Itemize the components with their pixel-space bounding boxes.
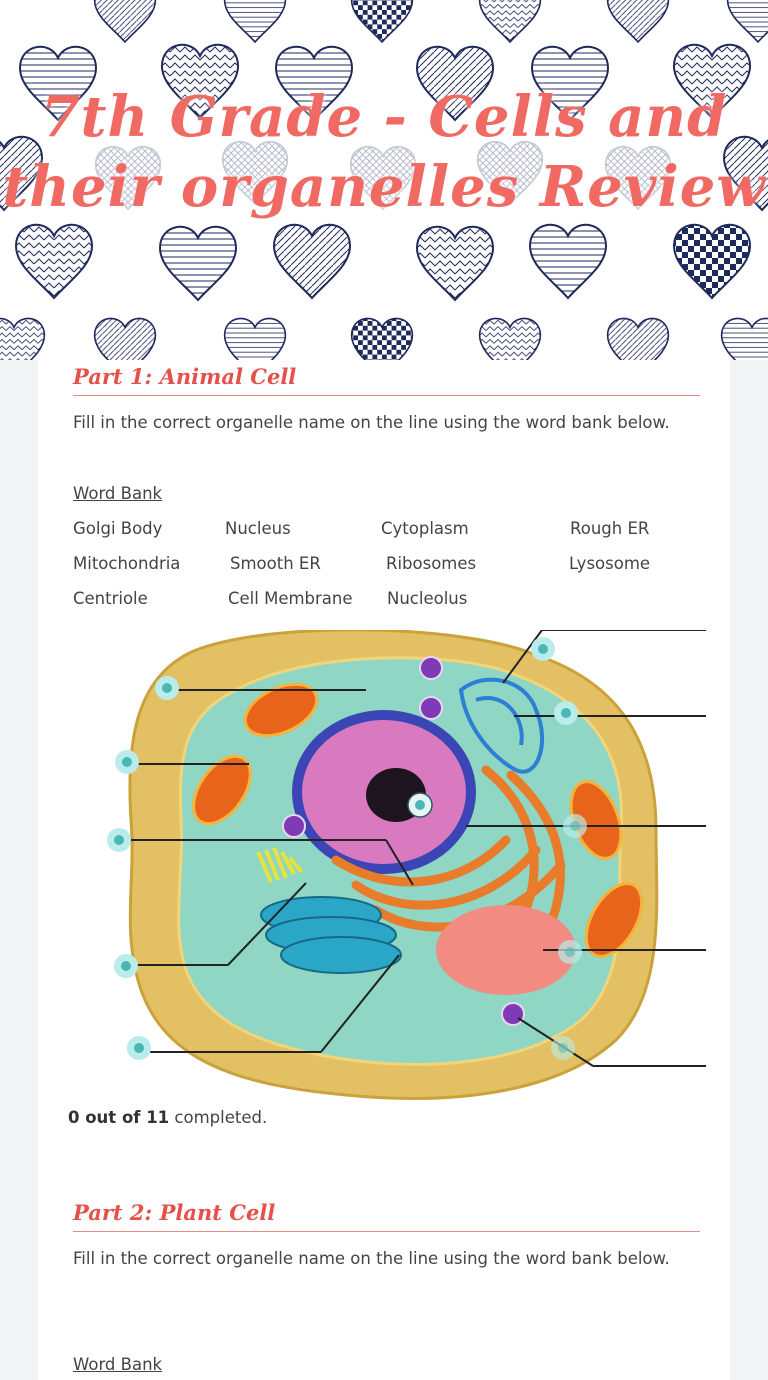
smooth-er-shape (436, 905, 576, 995)
cytoskeleton-shape (458, 677, 545, 774)
centriole-shape (256, 847, 304, 883)
word-bank-item: Lysosome (569, 554, 651, 573)
label-hotspot[interactable] (155, 676, 179, 700)
word-bank-item: Cytoplasm (381, 519, 469, 538)
nucleus-shape (292, 710, 476, 874)
page-title: 7th Grade - Cells and their organelles R… (2, 84, 766, 220)
part1-instructions: Fill in the correct organelle name on th… (73, 413, 670, 432)
progress-suffix: completed. (169, 1108, 268, 1127)
label-hotspot[interactable] (115, 750, 139, 774)
part1-heading: Part 1: Animal Cell (73, 364, 700, 396)
label-hotspot[interactable] (551, 1036, 575, 1060)
word-bank-row: Centriole Cell Membrane Nucleolus (73, 589, 713, 611)
word-bank-item: Mitochondria (73, 554, 181, 573)
part1-word-bank-title: Word Bank (73, 484, 163, 503)
word-bank-item: Smooth ER (230, 554, 321, 573)
word-bank-item: Nucleus (225, 519, 291, 538)
progress-status: 0 out of 11 completed. (68, 1108, 267, 1127)
label-hotspot[interactable] (407, 792, 433, 818)
word-bank-row: Golgi Body Nucleus Cytoplasm Rough ER (73, 519, 713, 541)
part2-heading: Part 2: Plant Cell (73, 1200, 700, 1232)
word-bank-item: Cell Membrane (228, 589, 353, 608)
label-hotspot[interactable] (563, 814, 587, 838)
word-bank-item: Ribosomes (386, 554, 477, 573)
label-hotspot[interactable] (531, 637, 555, 661)
part2-word-bank-title: Word Bank (73, 1355, 163, 1374)
label-hotspot[interactable] (107, 828, 131, 852)
mitochondria-shapes (192, 682, 644, 958)
label-hotspot[interactable] (114, 954, 138, 978)
label-hotspot[interactable] (558, 940, 582, 964)
progress-count: 0 out of 11 (68, 1108, 170, 1127)
word-bank-item: Rough ER (570, 519, 650, 538)
word-bank-item: Golgi Body (73, 519, 163, 538)
animal-cell-diagram (107, 630, 706, 1100)
worksheet-card: Part 1: Animal Cell Fill in the correct … (38, 360, 730, 1380)
word-bank-row: Mitochondria Smooth ER Ribosomes Lysosom… (73, 554, 713, 576)
word-bank-item: Centriole (73, 589, 148, 608)
word-bank-item: Nucleolus (387, 589, 468, 608)
label-hotspot[interactable] (554, 701, 578, 725)
header-banner: 7th Grade - Cells and their organelles R… (0, 0, 768, 360)
part2-instructions: Fill in the correct organelle name on th… (73, 1249, 670, 1268)
lysosome-shapes (282, 656, 525, 1026)
golgi-body-shape (260, 896, 402, 974)
label-hotspot[interactable] (127, 1036, 151, 1060)
